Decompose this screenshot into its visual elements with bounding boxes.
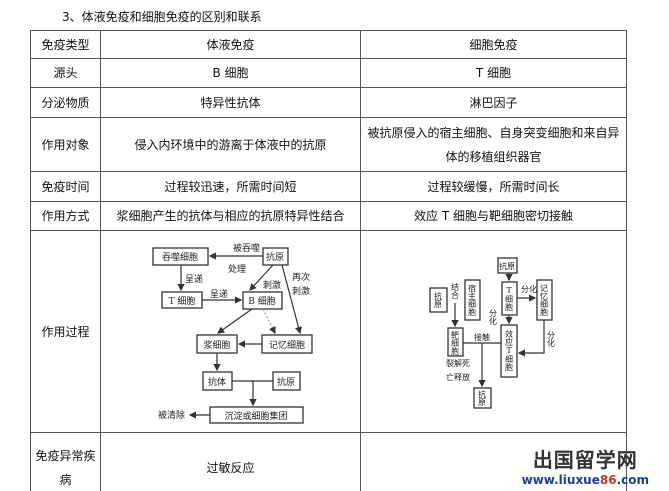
lysis-label: 裂解死: [446, 358, 470, 368]
row-label: 源头: [30, 58, 101, 88]
arrow: [262, 308, 276, 335]
watermark-url: www.liuxue86.com: [522, 473, 649, 487]
row-label: 作用方式: [30, 201, 101, 231]
table-header-row: 免疫类型 体液免疫 细胞免疫: [30, 30, 627, 59]
present-label: 呈递: [185, 273, 203, 285]
header-cell: 体液免疫: [100, 30, 361, 59]
antigen-label: 抗原: [434, 291, 443, 308]
cell: 浆细胞产生的抗体与相应的抗原特异性结合: [100, 201, 361, 231]
arrow: [281, 264, 302, 335]
t-cell-label: T细胞: [505, 286, 514, 312]
target-cell-box: [447, 327, 464, 357]
differentiate-label: 分化: [521, 284, 537, 294]
url-suffix: .com: [616, 473, 649, 487]
differentiate-label: 分化: [547, 331, 556, 348]
row-label: 作用对象: [30, 117, 101, 172]
host-cell-box: [464, 279, 481, 321]
host-cell-label: 宿主细胞: [468, 283, 477, 317]
t-cell-label: T 细胞: [169, 295, 196, 307]
section-title: 3、体液免疫和细胞免疫的区别和联系: [62, 10, 262, 24]
table-row: 作用过程: [30, 230, 627, 433]
differentiate-label: 分化: [489, 309, 498, 326]
antigen-label: 抗原: [277, 376, 295, 388]
b-cell-label: B 细胞: [248, 295, 275, 307]
target-cell-label: 靶细胞: [451, 330, 460, 356]
again-label: 再次: [292, 271, 310, 283]
row-label: 免疫异常疾病: [30, 432, 101, 491]
cell: 过程较迅速，所需时间短: [100, 171, 361, 202]
table-row: 源头 B 细胞 T 细胞: [30, 58, 627, 88]
plasma-cell-label: 浆细胞: [203, 339, 230, 351]
lysis-label: 亡释放: [446, 372, 470, 382]
memory-cell-label: 记忆细胞: [540, 284, 549, 317]
antigen-label: 抗原: [266, 251, 284, 263]
cell: 被抗原侵入的宿主细胞、自身突变细胞和来自异体的移植组织器官: [360, 117, 627, 172]
bind-label: 结合: [451, 282, 460, 300]
table-row: 作用对象 侵入内环境中的游离于体液中的抗原 被抗原侵入的宿主细胞、自身突变细胞和…: [30, 117, 627, 172]
url-num: 86: [599, 473, 617, 487]
effector-t-cell-label: 效应T细胞: [505, 329, 514, 372]
present-label: 呈递: [210, 288, 228, 300]
table-row: 免疫异常疾病 过敏反应: [30, 432, 627, 491]
stimulate-label: 刺激: [263, 279, 281, 291]
row-label: 免疫时间: [30, 171, 101, 202]
effector-t-cell-box: [500, 324, 518, 378]
stimulate-label: 刺激: [292, 285, 310, 297]
antigen-label: 抗原: [499, 261, 515, 271]
table-row: 作用方式 浆细胞产生的抗体与相应的抗原特异性结合 效应 T 细胞与靶细胞密切接触: [30, 201, 627, 231]
cellular-diagram-cell: [360, 230, 627, 433]
watermark-name: 出国留学网: [532, 448, 638, 472]
cleared-label: 被清除: [158, 409, 185, 421]
contact-label: 接触: [474, 332, 490, 342]
phagocytosed-label: 被吞噬: [233, 242, 260, 254]
arrow: [517, 320, 545, 357]
arrow: [249, 264, 274, 291]
cell: 特异性抗体: [100, 87, 361, 118]
antigen-box: [497, 257, 518, 274]
immunity-comparison-table: 免疫类型 体液免疫 细胞免疫 源头 B 细胞 T 细胞 分泌物质 特异性抗体 淋…: [30, 30, 627, 491]
humoral-diagram: 吞噬细胞 抗原 被吞噬 处理 T 细胞 呈递 B 细胞 呈递 刺激 再次 刺激 …: [152, 242, 313, 424]
watermark-logo: 出国留学网 www.liuxue86.com: [522, 444, 649, 487]
url-prefix: www.liuxue: [521, 473, 600, 487]
cell: 效应 T 细胞与靶细胞密切接触: [360, 201, 627, 231]
antigen-box: [473, 387, 492, 409]
cellular-diagram: 抗原 T细胞 记忆细胞 分化 抗原 宿主细胞 结合 靶细胞 效应T细胞 分化 分…: [429, 257, 556, 409]
row-label: 分泌物质: [30, 87, 101, 118]
antigen-box: [429, 287, 448, 313]
processed-label: 处理: [228, 263, 246, 275]
precipitate-label: 沉淀或细胞集团: [224, 410, 287, 422]
antigen-label: 抗原: [478, 389, 487, 406]
table-row: 免疫时间 过程较迅速，所需时间短 过程较缓慢，所需时间长: [30, 171, 627, 202]
b-cell-box: [242, 291, 283, 310]
memory-cell-label: 记忆细胞: [269, 339, 305, 351]
arrow: [217, 308, 253, 334]
header-cell: 细胞免疫: [360, 30, 627, 59]
antibody-label: 抗体: [208, 376, 226, 388]
header-cell: 免疫类型: [30, 30, 101, 59]
phagocyte-label: 吞噬细胞: [162, 251, 198, 263]
cell: [360, 432, 627, 491]
humoral-diagram-cell: [100, 230, 361, 433]
cell: 侵入内环境中的游离于体液中的抗原: [100, 117, 361, 172]
